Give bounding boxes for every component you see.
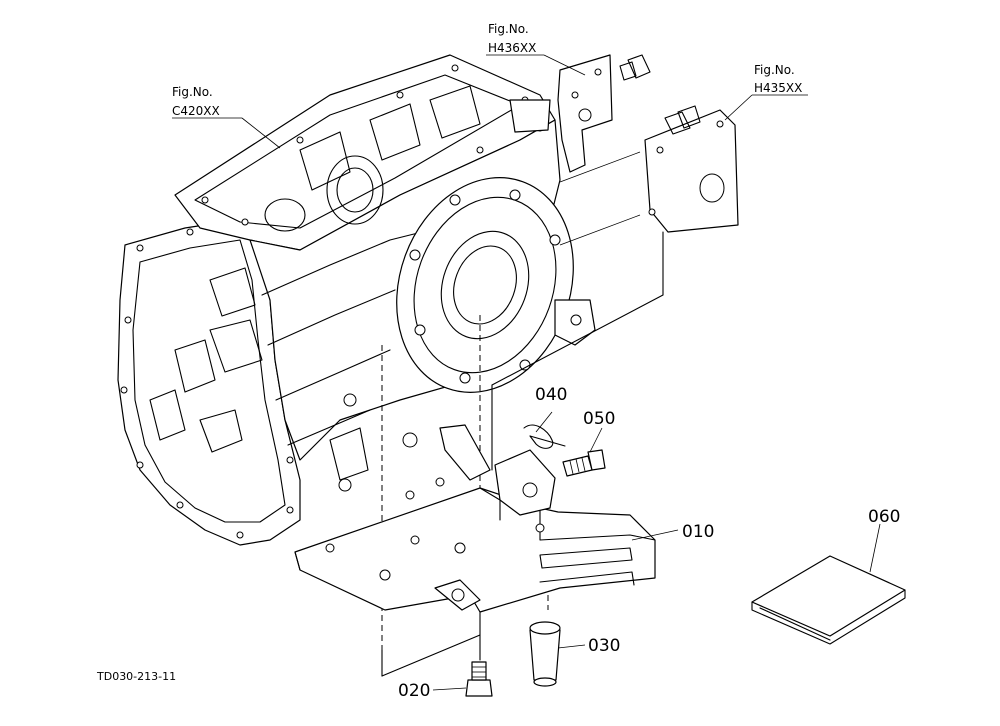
part-label-040: 040: [535, 385, 567, 405]
fig-callout-h436-title: Fig.No.: [488, 22, 529, 36]
cover-plate-h435: [644, 105, 739, 233]
fig-callout-h435-title: Fig.No.: [754, 63, 795, 77]
part-label-030: 030: [588, 636, 620, 656]
sheet-060: [751, 555, 906, 645]
fig-callout-leaders: [172, 54, 808, 246]
bracket-010: [294, 424, 656, 613]
bolt-050: [562, 449, 606, 477]
part-label-020: 020: [398, 681, 430, 701]
fig-callout-c420-code: C420XX: [172, 104, 220, 118]
part-label-010: 010: [682, 522, 714, 542]
label-leaders: [432, 411, 881, 691]
pin-030: [529, 621, 561, 687]
fig-callout-h435: Fig.No. H435XX: [754, 63, 802, 95]
transmission-case: [117, 54, 596, 546]
fig-callout-c420: Fig.No. C420XX: [172, 85, 220, 118]
fig-callout-h436-code: H436XX: [488, 41, 536, 55]
cover-plate-h436: [557, 54, 651, 173]
part-label-050: 050: [583, 409, 615, 429]
part-label-060: 060: [868, 507, 900, 527]
fig-callout-h436: Fig.No. H436XX: [488, 22, 536, 55]
drawing-code: TD030-213-11: [96, 670, 176, 683]
clip-040: [523, 424, 566, 449]
fig-callout-h435-code: H435XX: [754, 81, 802, 95]
bolt-020: [465, 661, 493, 697]
case-bolt-holes: [120, 64, 544, 539]
fig-callout-c420-title: Fig.No.: [172, 85, 213, 99]
